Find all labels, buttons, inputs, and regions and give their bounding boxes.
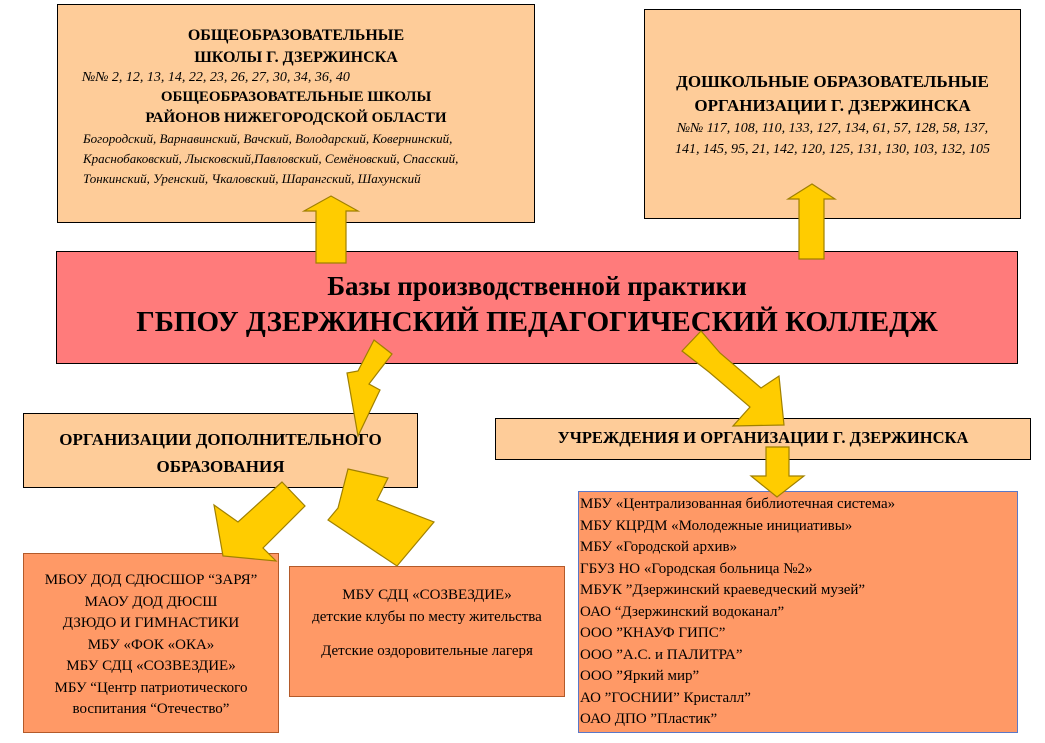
- city-list-item: ООО ”А.С. и ПАЛИТРА”: [580, 646, 743, 663]
- city-institutions-box: УЧРЕЖДЕНИЯ И ОРГАНИЗАЦИИ Г. ДЗЕРЖИНСКА: [495, 418, 1031, 460]
- city-list-item: ООО ”КНАУФ ГИПС”: [580, 625, 726, 641]
- city-list-item: МБУК ”Дзержинский краеведческий музей”: [580, 582, 866, 598]
- banner-title-line1: Базы производственной практики: [327, 271, 747, 301]
- city-list-item: МБУ КЦРДМ «Молодежные инициативы»: [580, 517, 853, 534]
- city-list-item: ГБУЗ НО «Городская больница №2»: [580, 560, 813, 577]
- sports-org-line: МБУ «ФОК «ОКА»: [87, 636, 215, 653]
- city-list-item: ОАО ДПО ”Пластик”: [580, 711, 718, 727]
- districts-line2: Краснобаковский, Лысковский,Павловский, …: [83, 151, 459, 166]
- city-list-box: МБУ «Централизованная библиотечная систе…: [578, 491, 1018, 733]
- sozvezdie-box: МБУ СДЦ «СОЗВЕЗДИЕ» детские клубы по мес…: [289, 566, 565, 697]
- city-list-item: ОАО “Дзержинский водоканал”: [580, 603, 785, 620]
- additional-education-title-line1: ОРГАНИЗАЦИИ ДОПОЛНИТЕЛЬНОГО: [59, 430, 382, 449]
- preschool-box: ДОШКОЛЬНЫЕ ОБРАЗОВАТЕЛЬНЫЕ ОРГАНИЗАЦИИ Г…: [644, 9, 1021, 219]
- sports-orgs-box: МБОУ ДОД СДЮСШОР “ЗАРЯ” МАОУ ДОД ДЮСШ ДЗ…: [23, 553, 279, 733]
- schools-box: ОБЩЕОБРАЗОВАТЕЛЬНЫЕ ШКОЛЫ Г. ДЗЕРЖИНСКА …: [57, 4, 535, 223]
- sozvezdie-line3: Детские оздоровительные лагеря: [321, 643, 533, 659]
- sports-org-line: ДЗЮДО И ГИМНАСТИКИ: [62, 615, 240, 631]
- schools-title-line2: ШКОЛЫ Г. ДЗЕРЖИНСКА: [194, 49, 398, 66]
- additional-education-box: ОРГАНИЗАЦИИ ДОПОЛНИТЕЛЬНОГО ОБРАЗОВАНИЯ: [23, 413, 418, 488]
- schools-numbers: №№ 2, 12, 13, 14, 22, 23, 26, 27, 30, 34…: [82, 70, 350, 85]
- preschool-numbers-line1: №№ 117, 108, 110, 133, 127, 134, 61, 57,…: [676, 121, 989, 136]
- schools-title-line1: ОБЩЕОБРАЗОВАТЕЛЬНЫЕ: [187, 27, 405, 44]
- region-schools-title-line1: ОБЩЕОБРАЗОВАТЕЛЬНЫЕ ШКОЛЫ: [160, 89, 432, 105]
- college-banner: Базы производственной практики ГБПОУ ДЗЕ…: [56, 251, 1018, 364]
- sports-org-line: воспитания “Отечество”: [72, 701, 230, 717]
- region-schools-title-line2: РАЙОНОВ НИЖЕГОРОДСКОЙ ОБЛАСТИ: [145, 110, 447, 126]
- city-list-item: МБУ «Централизованная библиотечная систе…: [580, 496, 896, 512]
- preschool-numbers-line2: 141, 145, 95, 21, 142, 120, 125, 131, 13…: [675, 142, 990, 157]
- sports-org-line: МБОУ ДОД СДЮСШОР “ЗАРЯ”: [44, 572, 258, 588]
- sozvezdie-line1: МБУ СДЦ «СОЗВЕЗДИЕ»: [342, 587, 512, 603]
- preschool-title-line1: ДОШКОЛЬНЫЕ ОБРАЗОВАТЕЛЬНЫЕ: [676, 72, 989, 91]
- sports-org-line: МБУ “Центр патриотического: [54, 679, 248, 696]
- sozvezdie-line2: детские клубы по месту жительства: [312, 609, 542, 625]
- arrow-to-sports-orgs: [213, 481, 306, 562]
- city-institutions-title: УЧРЕЖДЕНИЯ И ОРГАНИЗАЦИИ Г. ДЗЕРЖИНСКА: [557, 428, 969, 447]
- districts-line3: Тонкинский, Уренский, Чкаловский, Шаранг…: [83, 171, 421, 186]
- additional-education-title-line2: ОБРАЗОВАНИЯ: [156, 457, 285, 476]
- city-list-item: АО ”ГОСНИИ” Кристалл”: [580, 689, 751, 706]
- districts-line1: Богородский, Варнавинский, Вачский, Воло…: [83, 131, 453, 146]
- city-list-item: ООО ”Яркий мир”: [580, 668, 700, 684]
- sports-org-line: МБУ СДЦ «СОЗВЕЗДИЕ»: [66, 658, 236, 674]
- city-list-item: МБУ «Городской архив»: [580, 539, 738, 555]
- preschool-title-line2: ОРГАНИЗАЦИИ Г. ДЗЕРЖИНСКА: [694, 96, 971, 115]
- sports-org-line: МАОУ ДОД ДЮСШ: [84, 593, 218, 610]
- banner-title-line2: ГБПОУ ДЗЕРЖИНСКИЙ ПЕДАГОГИЧЕСКИЙ КОЛЛЕДЖ: [136, 306, 938, 338]
